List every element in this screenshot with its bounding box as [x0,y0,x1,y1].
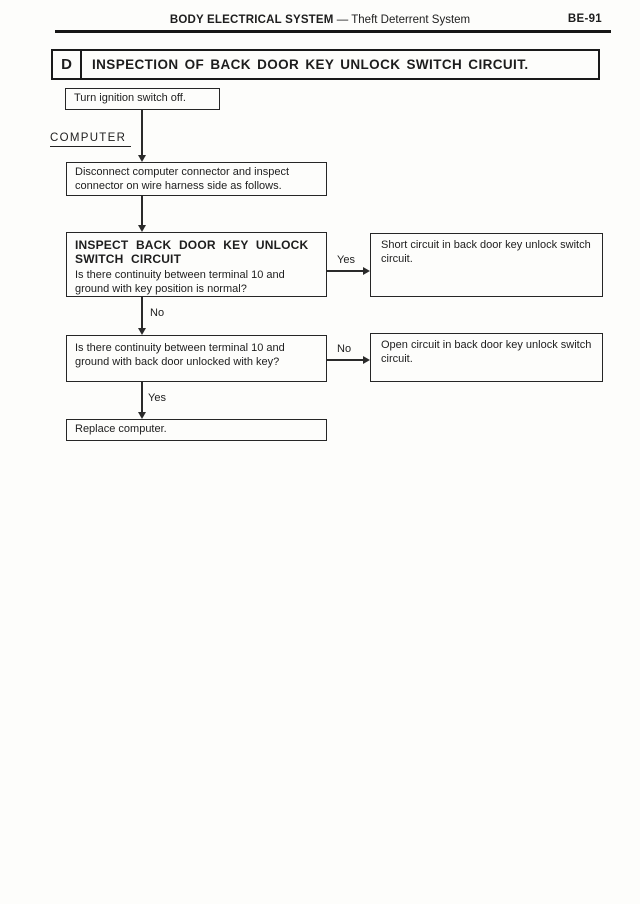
flow-box-disconnect-connector-text: Disconnect computer connector and inspec… [75,166,290,192]
flow-box-disconnect-connector: Disconnect computer connector and inspec… [66,162,327,196]
section-title-block: D INSPECTION OF BACK DOOR KEY UNLOCK SWI… [51,49,600,80]
connector-line-3 [141,297,143,328]
flow-box-replace-computer-text: Replace computer. [75,423,167,436]
inspect-circuit-heading: INSPECT BACK DOOR KEY UNLOCK SWITCH CIRC… [75,238,309,266]
page-number: BE-91 [567,13,602,25]
header-separator: — [336,14,349,26]
inspect-circuit-question: Is there continuity between terminal 10 … [75,269,285,295]
branch-label-yes-1: Yes [337,254,355,266]
flow-box-turn-ignition-off-text: Turn ignition switch off. [74,92,186,105]
flow-box-replace-computer: Replace computer. [66,419,327,441]
flow-box-second-question: Is there continuity between terminal 10 … [66,335,327,382]
arrow-down-icon-2 [138,225,146,232]
connector-line-2 [141,196,143,225]
page-header: BODY ELECTRICAL SYSTEM — Theft Deterrent… [0,13,640,28]
connector-line-yes-1 [327,270,363,272]
section-index-letter: D [53,51,82,78]
header-subsection-title: Theft Deterrent System [351,14,471,26]
connector-line-no-2 [327,359,363,361]
arrow-down-icon-3 [138,328,146,335]
flow-box-inspect-circuit: INSPECT BACK DOOR KEY UNLOCK SWITCH CIRC… [66,232,327,297]
branch-label-no-1: No [150,307,165,319]
flow-box-second-question-text: Is there continuity between terminal 10 … [75,342,285,368]
arrow-right-icon-1 [363,267,370,275]
flow-box-turn-ignition-off: Turn ignition switch off. [65,88,220,110]
header-rule [55,30,611,33]
flow-box-open-circuit-result: Open circuit in back door key unlock swi… [370,333,603,382]
connector-line-1 [141,110,143,155]
arrow-down-icon-1 [138,155,146,162]
header-section-title: BODY ELECTRICAL SYSTEM [169,14,334,26]
section-title: INSPECTION OF BACK DOOR KEY UNLOCK SWITC… [92,57,529,72]
computer-label: COMPUTER [50,132,132,147]
flow-box-open-circuit-text: Open circuit in back door key unlock swi… [381,339,592,365]
connector-line-4 [141,382,143,412]
flow-box-short-circuit-result: Short circuit in back door key unlock sw… [370,233,603,297]
arrow-down-icon-4 [138,412,146,419]
arrow-right-icon-2 [363,356,370,364]
branch-label-no-2: No [337,343,352,355]
flow-box-short-circuit-text: Short circuit in back door key unlock sw… [381,239,591,265]
branch-label-yes-2: Yes [148,392,166,404]
